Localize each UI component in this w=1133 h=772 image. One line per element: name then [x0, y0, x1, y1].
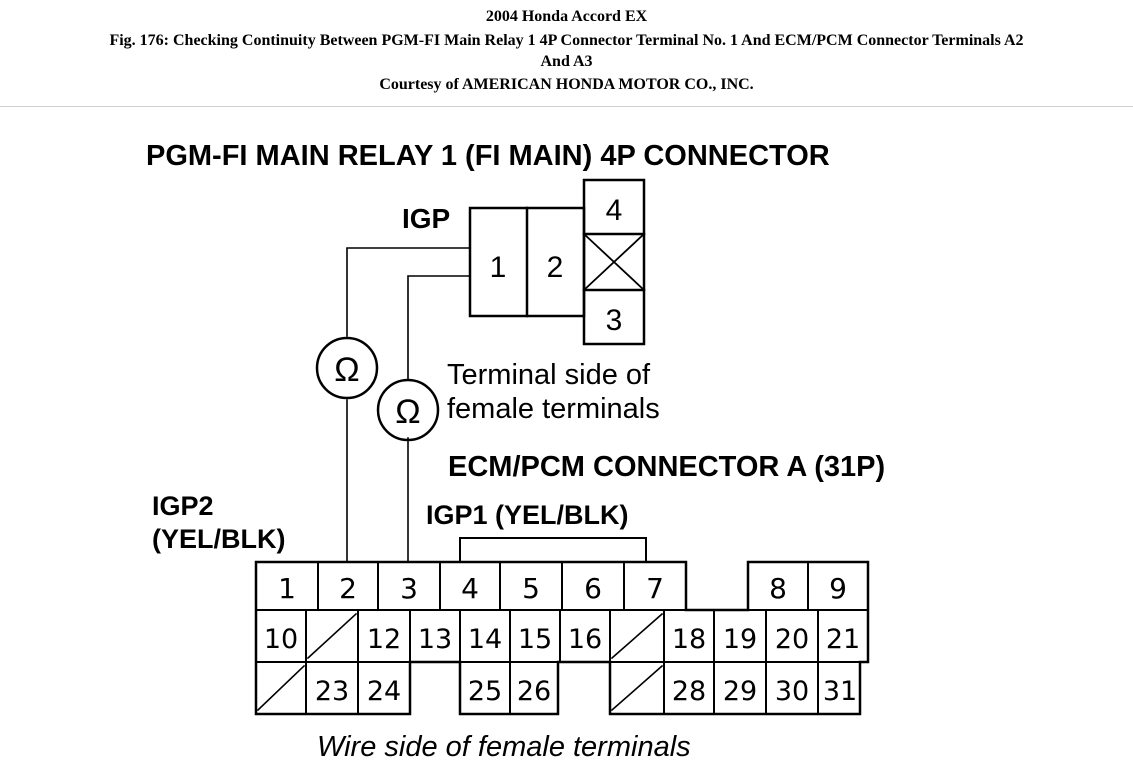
igp2-wire-color: (YEL/BLK): [152, 524, 285, 554]
ecm-lock-tab: [459, 537, 647, 563]
ecm-pin-9: 9: [829, 572, 847, 605]
figure-caption-line2: And A3: [540, 53, 593, 70]
ohm-symbol-a3: Ω: [395, 393, 420, 431]
ecm-pin-6: 6: [584, 572, 602, 605]
figure-header: 2004 Honda Accord EX Fig. 176: Checking …: [0, 0, 1133, 95]
ecm-pin-10: 10: [264, 624, 298, 655]
ecm-title: ECM/PCM CONNECTOR A (31P): [448, 451, 885, 483]
ecm-pin-3: 3: [400, 572, 418, 605]
ecm-pin-12: 12: [367, 624, 401, 655]
ecm-empty-17: [610, 612, 664, 660]
ecm-pin-28: 28: [672, 676, 706, 707]
relay-empty-cross-b: [582, 232, 646, 292]
relay-note-line1: Terminal side of: [447, 359, 651, 391]
ohm-symbol-a2: Ω: [334, 351, 359, 389]
relay-pin-3: 3: [606, 304, 623, 337]
igp2-label: IGP2: [152, 491, 214, 521]
ecm-pin-21: 21: [826, 624, 860, 655]
ecm-pin-30: 30: [775, 676, 809, 707]
ecm-pin-23: 23: [315, 676, 349, 707]
relay-pin-2: 2: [547, 251, 564, 284]
ecm-pin-15: 15: [518, 624, 552, 655]
ecm-pin-18: 18: [672, 624, 706, 655]
igp-label: IGP: [402, 203, 450, 234]
relay-connector: [468, 178, 646, 346]
lead-a3-upper: [407, 275, 471, 381]
ecm-pin-8: 8: [769, 572, 787, 605]
ecm-pin-19: 19: [723, 624, 757, 655]
ecm-pin-26: 26: [517, 676, 551, 707]
ecm-pin-1: 1: [278, 572, 296, 605]
header-divider: [0, 106, 1133, 107]
ecm-pin-29: 29: [723, 676, 757, 707]
ecm-connector: [254, 537, 870, 716]
ecm-pin-14: 14: [468, 624, 502, 655]
igp1-label: IGP1 (YEL/BLK): [426, 500, 629, 530]
ecm-pin-31: 31: [823, 676, 857, 707]
ecm-pin-2: 2: [339, 572, 357, 605]
ecm-pin-7: 7: [646, 572, 664, 605]
relay-pin-4: 4: [606, 194, 623, 227]
ecm-pin-24: 24: [367, 676, 401, 707]
ecm-pin-4: 4: [461, 572, 479, 605]
relay-pin-1: 1: [490, 251, 507, 284]
ecm-pin-5: 5: [522, 572, 540, 605]
courtesy-line: Courtesy of AMERICAN HONDA MOTOR CO., IN…: [379, 76, 754, 93]
ecm-pin-25: 25: [468, 676, 502, 707]
ecm-empty-11: [306, 612, 358, 660]
ecm-pin-20: 20: [775, 624, 809, 655]
vehicle-title: 2004 Honda Accord EX: [485, 8, 648, 25]
ohmmeter-a2-icon: [315, 336, 379, 400]
lead-a2-upper: [346, 247, 471, 337]
ohmmeter-a3-icon: [376, 378, 440, 442]
probe-leads: [346, 247, 471, 563]
ecm-pin-16: 16: [568, 624, 602, 655]
relay-note-line2: female terminals: [447, 393, 660, 425]
relay-side-block: [582, 178, 646, 346]
ecm-empty-27: [610, 664, 664, 712]
ecm-empty-22: [256, 664, 306, 712]
relay-title: PGM-FI MAIN RELAY 1 (FI MAIN) 4P CONNECT…: [146, 140, 830, 172]
ecm-pin-13: 13: [418, 624, 452, 655]
ecm-note: Wire side of female terminals: [317, 731, 691, 763]
figure-caption-line1: Fig. 176: Checking Continuity Between PG…: [109, 32, 1024, 49]
